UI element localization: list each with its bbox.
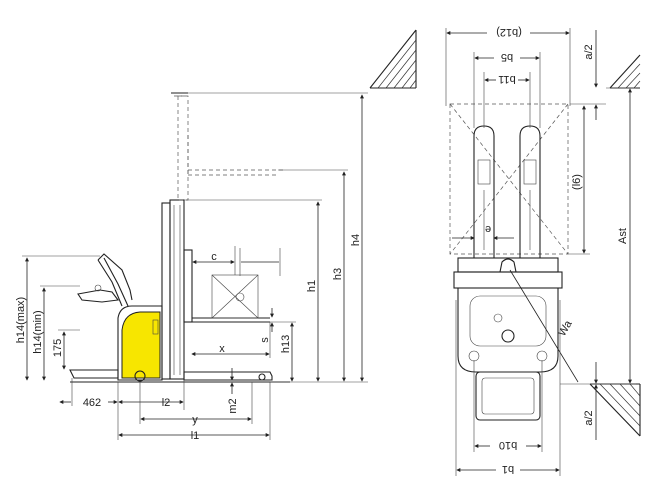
dim-m2: m2	[227, 368, 239, 414]
dim-b1: b1	[455, 300, 561, 476]
label-a2-bottom: a/2	[583, 410, 595, 425]
wall-hatch-top	[369, 29, 417, 89]
dim-h13: h13	[270, 321, 296, 382]
dim-l2: l2	[118, 380, 185, 410]
wall-hatch-right	[589, 383, 641, 437]
label-l6: (l6)	[571, 174, 583, 190]
dim-l1: l1	[117, 382, 271, 442]
mast	[161, 92, 189, 380]
dim-h1: h1	[184, 199, 350, 383]
truck-body	[69, 305, 163, 382]
label-e: e	[485, 223, 491, 235]
dim-175: 175	[52, 329, 80, 370]
support-legs	[183, 371, 273, 381]
dim-l6: (l6)	[568, 105, 590, 255]
label-l2: l2	[162, 397, 171, 409]
label-h14-max: h14(max)	[15, 297, 27, 343]
label-m2: m2	[227, 398, 239, 413]
dim-462: 462	[59, 378, 119, 409]
label-b10: b10	[499, 439, 517, 451]
dim-h4: h4	[188, 92, 368, 383]
label-b1: b1	[502, 463, 514, 475]
dim-b11: b11	[483, 72, 531, 128]
label-462: 462	[83, 397, 101, 409]
dim-h14-min: h14(min)	[32, 285, 80, 381]
forks	[473, 125, 541, 259]
label-wa: Wa	[556, 318, 575, 339]
dim-s: s	[259, 308, 274, 343]
dim-h14-max: h14(max)	[15, 255, 100, 381]
raised-fork	[187, 135, 285, 176]
label-a2-top: a/2	[583, 44, 595, 59]
dim-h3: h3	[278, 169, 348, 382]
label-x: x	[219, 343, 225, 355]
side-view: h14(max) h14(min) 175 462 l2	[15, 92, 368, 442]
dim-c: c	[192, 246, 236, 275]
label-b5: b5	[501, 51, 513, 63]
tiller-arm	[77, 253, 133, 307]
label-h14-min: h14(min)	[32, 310, 44, 353]
pallet-outline	[449, 103, 569, 255]
label-h13: h13	[280, 335, 292, 353]
dim-wa: Wa	[509, 269, 579, 383]
label-l1: l1	[191, 430, 200, 442]
dim-ast: Ast	[560, 87, 636, 385]
dim-a2-bottom: a/2	[583, 362, 598, 440]
label-h4: h4	[350, 234, 362, 246]
label-b11: b11	[498, 73, 516, 85]
top-view: (b12) b5 b11 e a/2	[369, 26, 641, 476]
dim-b5: b5	[473, 51, 541, 128]
label-b12: (b12)	[496, 26, 522, 38]
dim-x: x	[191, 322, 271, 358]
label-ast: Ast	[617, 228, 629, 244]
label-175: 175	[52, 339, 64, 357]
label-y: y	[192, 414, 198, 426]
dim-b10: b10	[473, 360, 543, 452]
wall-hatch-top-right	[609, 54, 641, 89]
label-s: s	[259, 337, 271, 343]
dim-y: y	[139, 382, 253, 426]
dim-b12: (b12)	[445, 26, 571, 106]
label-h3: h3	[332, 268, 344, 280]
chassis	[453, 257, 563, 373]
label-h1: h1	[306, 280, 318, 292]
label-c: c	[211, 251, 217, 263]
dim-a2-top: a/2	[570, 30, 606, 120]
battery-cover	[121, 311, 161, 379]
carriage-and-load	[183, 249, 270, 323]
footplate	[475, 371, 541, 421]
dim-e: e	[452, 223, 514, 240]
